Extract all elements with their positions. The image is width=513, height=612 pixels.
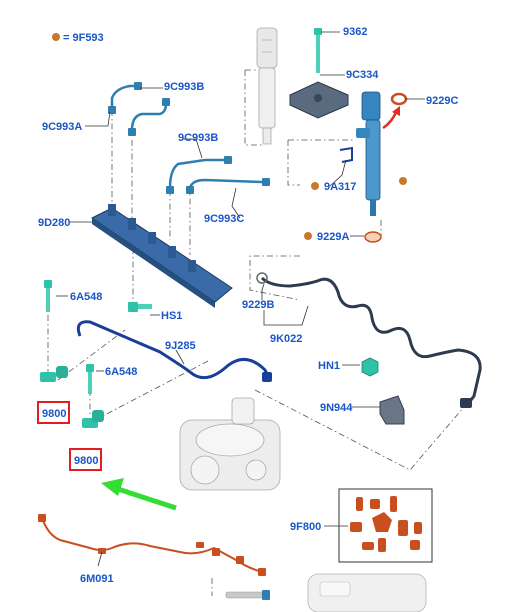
label-9229b: 9229B	[242, 299, 274, 311]
nut-hn1	[361, 357, 379, 377]
label-9c993b-top: 9C993B	[164, 81, 204, 93]
fuel-rail-9d280	[91, 204, 233, 308]
label-9229a-dot-icon	[304, 232, 312, 240]
label-9f800: 9F800	[290, 521, 321, 533]
legend-text: = 9F593	[63, 32, 104, 44]
label-9229c: 9229C	[426, 95, 458, 107]
label-6a548-top: 6A548	[70, 291, 102, 303]
bolt-6a548-top	[44, 280, 52, 312]
label-9k022: 9K022	[270, 333, 302, 345]
label-9j285: 9J285	[165, 340, 196, 352]
legend-dot-icon	[52, 33, 60, 41]
fuel-line-9j285	[76, 320, 270, 380]
glow-plug	[211, 578, 270, 600]
bolt-hs1	[128, 302, 152, 312]
label-hn1: HN1	[318, 360, 340, 372]
harness-connectors	[38, 514, 266, 576]
assembly-lines	[47, 69, 471, 471]
seal-9229c	[390, 92, 408, 106]
direction-arrow-red-icon	[382, 111, 398, 130]
part-labels: 9362 9C334 9229C 9C993B 9C993A 9C993B 9A…	[37, 26, 458, 585]
bolt-9362	[314, 28, 322, 73]
label-9a317: 9A317	[324, 181, 356, 193]
label-9229a: 9229A	[317, 231, 349, 243]
bolt-6a548-mid	[86, 364, 94, 394]
end-connector-9k022	[460, 398, 472, 408]
sensor-9800-a	[40, 366, 68, 382]
wiring-harness-6m091	[41, 517, 263, 573]
leader-lines	[56, 31, 425, 567]
fuel-pump	[179, 397, 281, 491]
return-line-9k022	[260, 276, 482, 405]
direction-arrow-red-head-icon	[392, 106, 400, 116]
label-9a317-dot-icon	[311, 182, 319, 190]
sensor-9800-b	[82, 410, 104, 428]
fitting-9j285	[262, 372, 272, 382]
label-9c334: 9C334	[346, 69, 379, 81]
highlight-box-9800-a	[37, 401, 70, 424]
label-9362: 9362	[343, 26, 367, 38]
kit-box-9f800	[338, 488, 433, 563]
legend: = 9F593	[52, 32, 104, 44]
label-9c993c: 9C993C	[204, 213, 244, 225]
label-6m091: 6M091	[80, 573, 114, 585]
label-9800-b: 9800	[74, 455, 98, 467]
label-6a548-mid: 6A548	[105, 366, 137, 378]
label-9n944: 9N944	[320, 402, 353, 414]
clamp-9c334	[289, 81, 349, 119]
engine-head-ghost	[307, 573, 427, 612]
label-9800-a: 9800	[42, 408, 66, 420]
injector-ghost	[256, 27, 278, 145]
label-9d280: 9D280	[38, 217, 70, 229]
seal-9229a	[364, 231, 382, 243]
direction-arrow-green-icon	[117, 486, 177, 511]
direction-arrow-green-head-icon	[101, 478, 124, 496]
highlight-box-9800-b	[69, 448, 102, 471]
seal-9229b	[256, 272, 268, 284]
bracket-9n944	[379, 395, 405, 425]
label-9c993a: 9C993A	[42, 121, 82, 133]
label-hs1: HS1	[161, 310, 182, 322]
orange-dot-icon	[399, 177, 407, 185]
label-9c993b-mid: 9C993B	[178, 132, 218, 144]
line-fittings	[108, 82, 270, 194]
kit-parts-9f800	[350, 496, 422, 552]
clip-9a317	[339, 146, 353, 163]
injector-blue	[356, 91, 381, 216]
